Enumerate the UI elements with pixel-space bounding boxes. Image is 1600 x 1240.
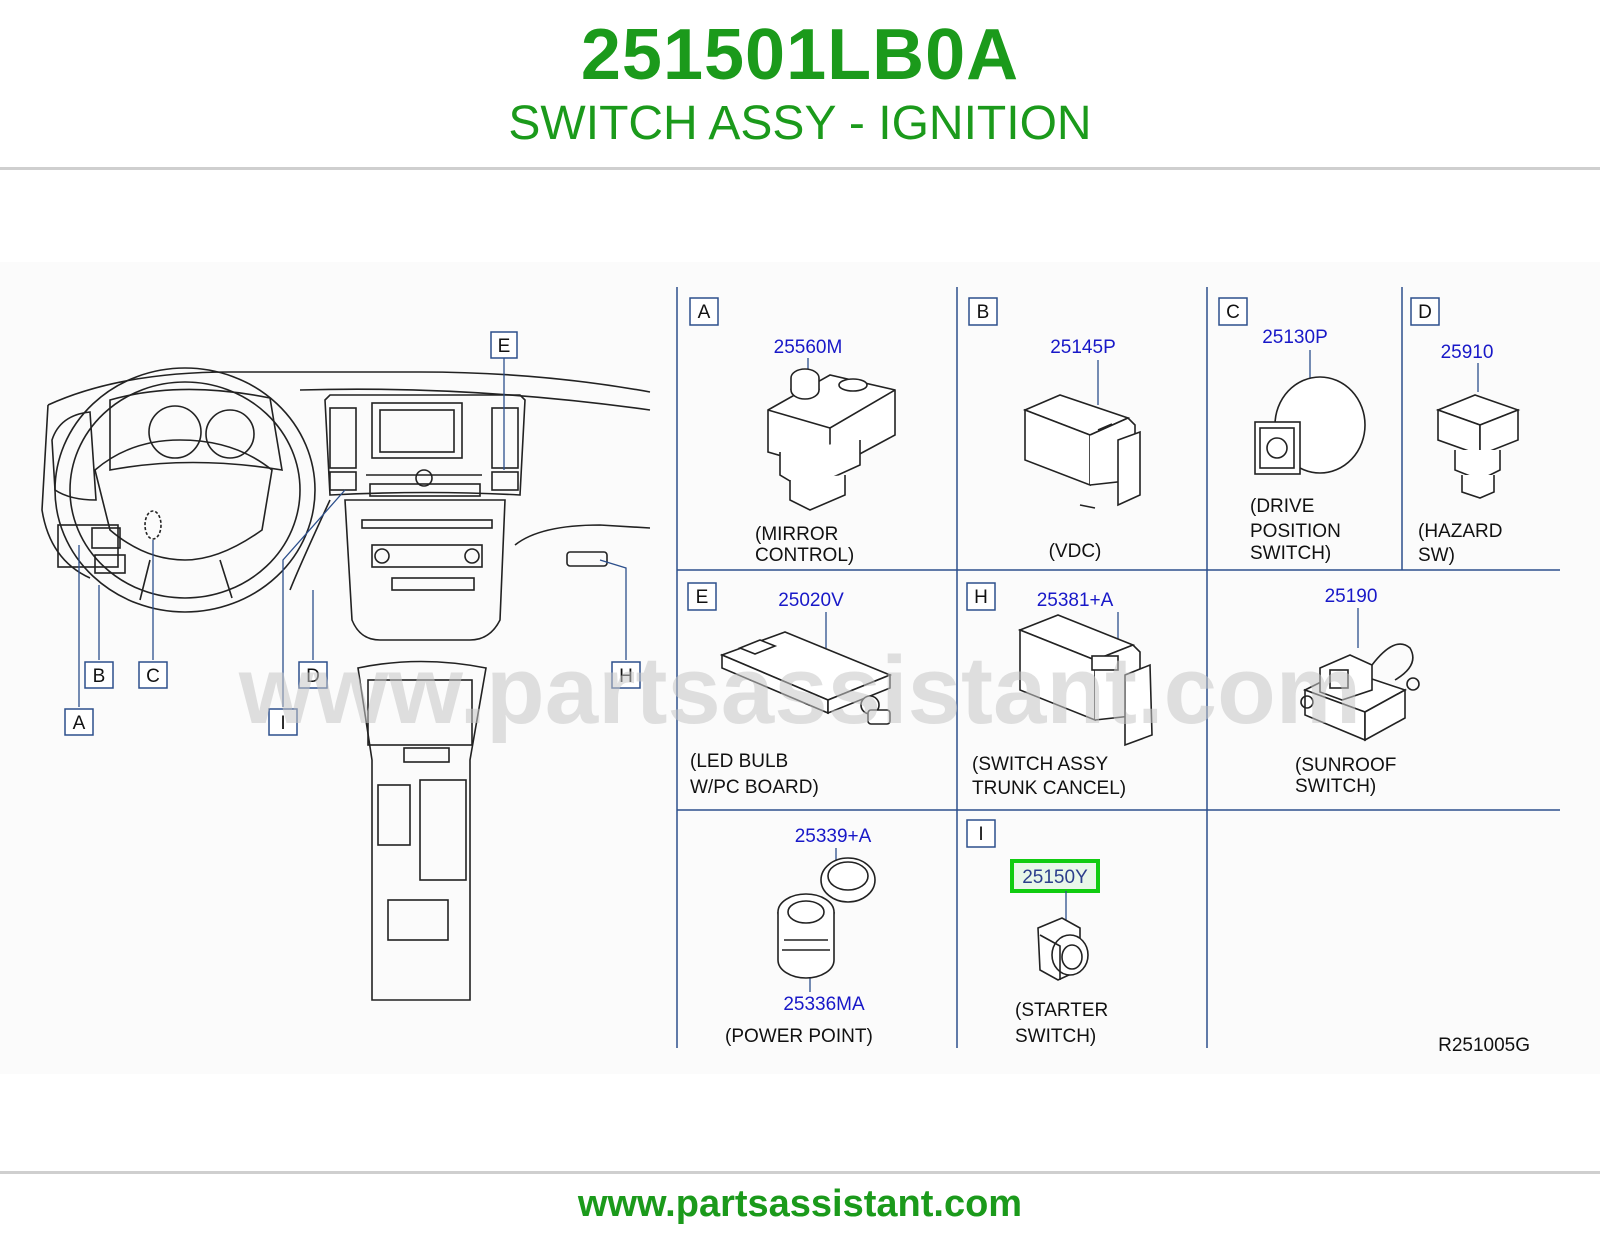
cell-drive-position-switch: C 25130P (DRIVE POSITION SWITCH) <box>1218 297 1366 564</box>
cell-mirror-control: A 25560M (MIRROR CONTROL) <box>689 297 896 566</box>
svg-text:(SWITCH ASSY: (SWITCH ASSY <box>972 754 1109 775</box>
svg-text:(MIRROR: (MIRROR <box>755 524 838 545</box>
callout-I: I <box>268 708 298 736</box>
callout-H: H <box>611 661 641 689</box>
parts-grid-lines <box>676 287 1560 1048</box>
svg-text:25560M: 25560M <box>774 337 843 358</box>
svg-text:(LED BULB: (LED BULB <box>690 751 788 772</box>
callout-A: A <box>64 708 94 736</box>
callout-B: B <box>84 661 114 689</box>
svg-text:H: H <box>619 666 633 687</box>
watermark: www.partsassistant.com <box>238 637 1361 744</box>
drive-position-switch-icon <box>1254 376 1366 475</box>
svg-text:H: H <box>974 587 988 608</box>
svg-text:TRUNK CANCEL): TRUNK CANCEL) <box>972 778 1126 799</box>
svg-text:C: C <box>1226 302 1240 323</box>
diagram-reference-code: R251005G <box>1438 1035 1530 1056</box>
svg-text:I: I <box>280 713 285 734</box>
cell-hazard-switch: D 25910 (HAZARD SW) <box>1410 297 1521 566</box>
svg-text:W/PC BOARD): W/PC BOARD) <box>690 777 819 798</box>
svg-text:25130P: 25130P <box>1262 327 1328 348</box>
hazard-switch-icon <box>1435 394 1521 499</box>
svg-text:B: B <box>977 302 990 323</box>
part-description: SWITCH ASSY - IGNITION <box>508 97 1092 150</box>
cell-trunk-cancel-switch: H 25381+A (SWITCH ASSY TRUNK CANCEL) <box>966 582 1153 799</box>
svg-text:D: D <box>306 666 320 687</box>
svg-text:(STARTER: (STARTER <box>1015 1000 1108 1021</box>
overview-leaders <box>78 358 627 707</box>
svg-text:E: E <box>696 587 709 608</box>
footer-divider <box>0 1171 1600 1174</box>
svg-text:C: C <box>146 666 160 687</box>
callout-C: C <box>138 661 168 689</box>
part-number-title: 251501LB0A <box>580 15 1020 95</box>
highlighted-part-box[interactable] <box>1010 859 1100 893</box>
svg-text:25339+A: 25339+A <box>795 826 872 847</box>
led-bulb-board-icon <box>719 631 893 725</box>
svg-text:SWITCH): SWITCH) <box>1015 1026 1096 1047</box>
svg-text:25910: 25910 <box>1441 342 1494 363</box>
svg-text:CONTROL): CONTROL) <box>755 545 854 566</box>
cell-starter-switch: I 25150Y (STARTER SWITCH) <box>966 819 1108 1047</box>
mirror-control-switch-icon <box>767 368 896 511</box>
svg-text:B: B <box>93 666 106 687</box>
dashboard-overview <box>41 367 651 1001</box>
svg-text:A: A <box>698 302 711 323</box>
svg-text:A: A <box>73 713 86 734</box>
svg-text:25381+A: 25381+A <box>1037 590 1114 611</box>
svg-text:SWITCH): SWITCH) <box>1250 543 1331 564</box>
sunroof-switch-icon <box>1300 643 1420 742</box>
svg-text:25145P: 25145P <box>1050 337 1116 358</box>
cell-vdc: B 25145P (VDC) <box>968 297 1141 562</box>
svg-text:(DRIVE: (DRIVE <box>1250 496 1314 517</box>
svg-text:SW): SW) <box>1418 545 1455 566</box>
svg-text:POSITION: POSITION <box>1250 521 1341 542</box>
header-divider <box>0 167 1600 170</box>
callout-E: E <box>490 331 518 359</box>
power-point-socket-icon <box>777 857 876 979</box>
highlighted-part-number[interactable]: 25150Y <box>1022 867 1088 888</box>
svg-text:(HAZARD: (HAZARD <box>1418 521 1502 542</box>
cell-sunroof-switch: 25190 (SUNROOF SWITCH) <box>1295 586 1420 797</box>
cell-led-bulb: E 25020V (LED BULB W/PC BOARD) <box>687 582 893 798</box>
starter-switch-icon <box>1037 917 1089 981</box>
footer-url[interactable]: www.partsassistant.com <box>577 1183 1023 1225</box>
svg-text:D: D <box>1418 302 1432 323</box>
svg-text:(SUNROOF: (SUNROOF <box>1295 755 1396 776</box>
trunk-cancel-switch-icon <box>1017 614 1153 747</box>
svg-text:I: I <box>978 824 983 845</box>
svg-text:SWITCH): SWITCH) <box>1295 776 1376 797</box>
cell-power-point: 25339+A 25336MA (POWER POINT) <box>725 826 876 1047</box>
svg-text:25336MA: 25336MA <box>783 994 865 1015</box>
vdc-switch-icon <box>1022 394 1141 509</box>
callout-D: D <box>298 661 328 689</box>
svg-text:25020V: 25020V <box>778 590 844 611</box>
svg-text:(VDC): (VDC) <box>1049 541 1102 562</box>
svg-text:E: E <box>498 336 511 357</box>
svg-text:25190: 25190 <box>1325 586 1378 607</box>
svg-text:(POWER POINT): (POWER POINT) <box>725 1026 873 1047</box>
